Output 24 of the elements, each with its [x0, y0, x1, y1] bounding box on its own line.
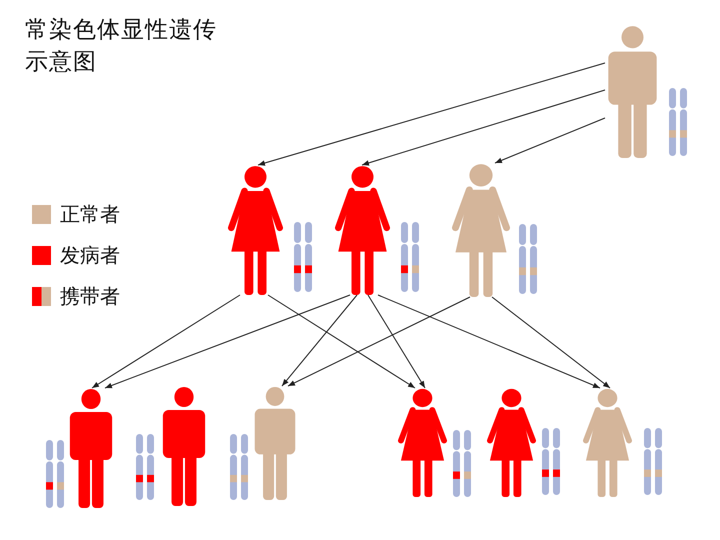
arrow	[104, 294, 350, 388]
arrow	[362, 90, 606, 166]
arrow	[378, 294, 600, 388]
woman-figure	[583, 388, 632, 497]
arrow	[92, 294, 240, 388]
arrow	[258, 62, 606, 166]
man-figure	[252, 386, 298, 500]
woman-figure	[452, 163, 510, 297]
legend-label: 携带者	[60, 284, 120, 308]
diagram-title: 常染色体显性遗传示意图	[25, 16, 218, 77]
legend-label: 发病者	[60, 243, 120, 267]
woman-figure	[228, 165, 283, 295]
man-figure	[67, 388, 115, 508]
woman-figure	[335, 165, 390, 295]
woman-figure	[398, 388, 447, 497]
arrow	[282, 294, 358, 386]
man-figure	[160, 386, 208, 506]
arrow	[368, 294, 426, 388]
arrow	[268, 294, 416, 388]
arrow	[492, 296, 610, 388]
woman-figure	[487, 388, 536, 497]
arrow	[494, 118, 606, 164]
arrow	[288, 296, 470, 386]
legend-label: 正常者	[60, 202, 120, 226]
